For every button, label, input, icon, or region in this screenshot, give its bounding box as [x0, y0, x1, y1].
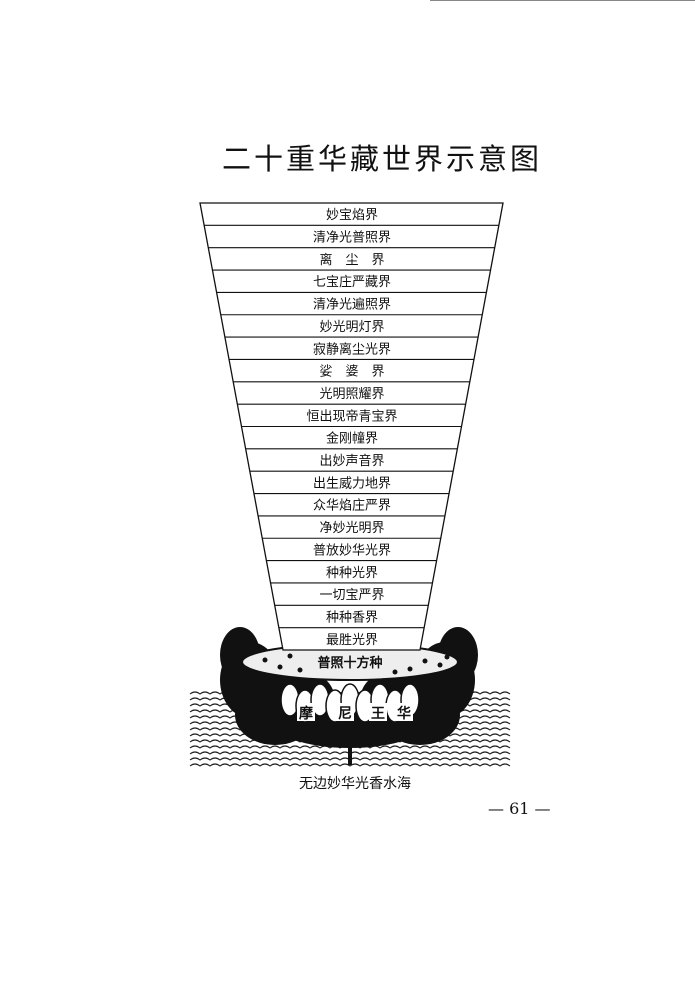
world-label: 清净光遍照界: [313, 297, 391, 313]
page-title: 二十重华藏世界示意图: [222, 142, 543, 176]
scan-edge-line: [430, 0, 695, 1]
world-label: 娑 婆 界: [319, 365, 384, 380]
world-label: 普放妙华光界: [313, 543, 391, 558]
lotus-seed-dot: [262, 657, 268, 663]
lotus-label-box: [395, 703, 413, 721]
lotus-label-char: 摩: [299, 705, 314, 722]
lotus-seed-dot: [407, 666, 413, 672]
lotus-seed-dot: [297, 667, 303, 673]
wave-line: [189, 763, 511, 767]
world-label: 离 尘 界: [319, 252, 384, 268]
lotus-label-box: [336, 703, 354, 721]
lotus-seed-dot: [422, 658, 428, 664]
world-label: 种种香界: [326, 610, 378, 625]
lotus-label-box: [369, 703, 387, 721]
lotus-seed-dot: [444, 654, 450, 660]
world-label: 清净光普照界: [313, 231, 391, 246]
lotus-label-box: [297, 703, 315, 721]
world-label: 妙光明灯界: [319, 320, 384, 335]
world-label: 金刚幢界: [326, 431, 378, 447]
seed-label: 普照十方种: [317, 655, 382, 671]
world-label: 最胜光界: [326, 633, 378, 648]
world-label: 众华焰庄严界: [313, 498, 391, 514]
lotus-label-char: 尼: [338, 706, 352, 722]
lotus-seed-dot: [277, 664, 283, 670]
world-label: 七宝庄严藏界: [313, 274, 391, 290]
world-label: 光明照耀界: [319, 387, 384, 402]
world-label: 出生威力地界: [313, 476, 391, 491]
world-label: 妙宝焰界: [326, 208, 378, 223]
lotus-seed-dot: [437, 662, 443, 668]
lotus-seed-dot: [392, 669, 398, 675]
world-label: 种种光界: [326, 566, 378, 581]
world-label: 寂静离尘光界: [313, 341, 391, 357]
world-label: 出妙声音界: [319, 453, 384, 469]
world-label: 一切宝严界: [319, 588, 384, 603]
lotus-base: 普照十方种摩 尼 王华: [220, 627, 478, 765]
world-label: 恒出现帝青宝界: [306, 408, 397, 424]
sea-caption: 无边妙华光香水海: [299, 776, 411, 792]
world-label: 净妙光明界: [319, 521, 384, 536]
lotus-label-char: 华: [397, 705, 411, 722]
lotus-label-char: 王: [371, 706, 385, 722]
lotus-seed-dot: [287, 653, 293, 659]
page-number: — 61 —: [488, 799, 551, 818]
